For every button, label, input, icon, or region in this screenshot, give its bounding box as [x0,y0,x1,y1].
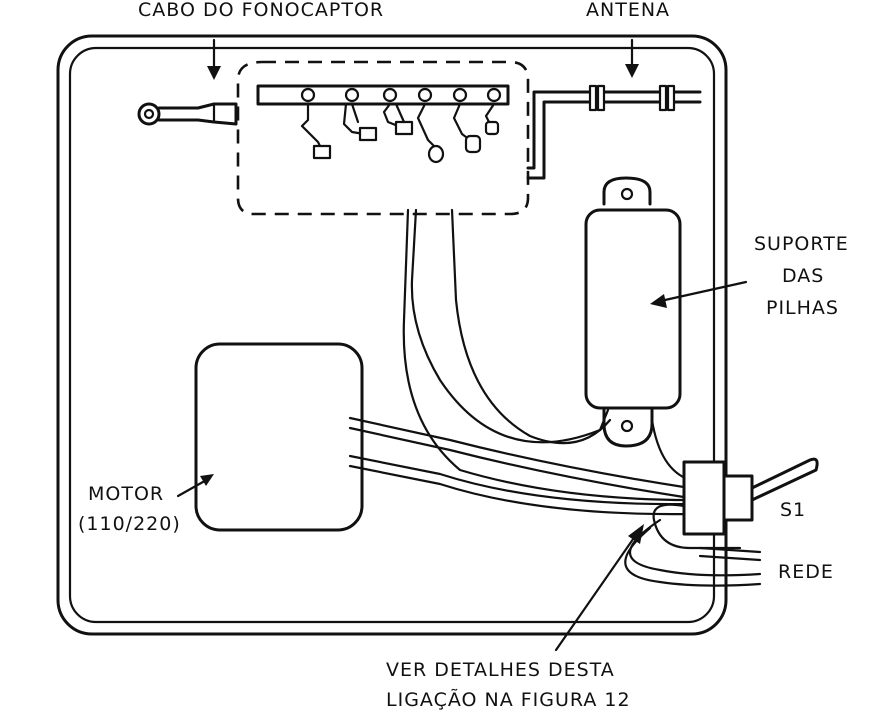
label-s1: S1 [780,499,806,521]
battery-holder [584,176,682,448]
phono-cable-plug [137,102,238,126]
cabinet-outline [56,34,728,636]
label-motor-1: MOTOR [88,483,164,505]
label-cabo-do-fonocaptor: CABO DO FONOCAPTOR [138,0,384,21]
arrow-detalhes [554,524,644,652]
label-suporte-2: DAS [782,265,824,287]
switch-s1 [652,457,819,550]
mains-cable [624,518,762,587]
label-rede: REDE [778,561,834,583]
motor [194,342,364,532]
label-suporte-1: SUPORTE [754,233,849,255]
label-suporte-3: PILHAS [766,297,839,319]
label-note-1: VER DETALHES DESTA [386,659,615,681]
arrow-antena [625,38,639,78]
receiver-module [236,60,530,216]
label-antena: ANTENA [586,0,670,21]
label-note-2: LIGAÇÃO NA FIGURA 12 [386,688,631,711]
arrow-suporte [650,280,748,308]
label-motor-2: (110/220) [78,513,181,535]
arrow-cabo [207,38,221,80]
motor-wires [348,416,692,516]
antenna-rod [526,84,702,180]
arrow-motor [176,474,214,498]
